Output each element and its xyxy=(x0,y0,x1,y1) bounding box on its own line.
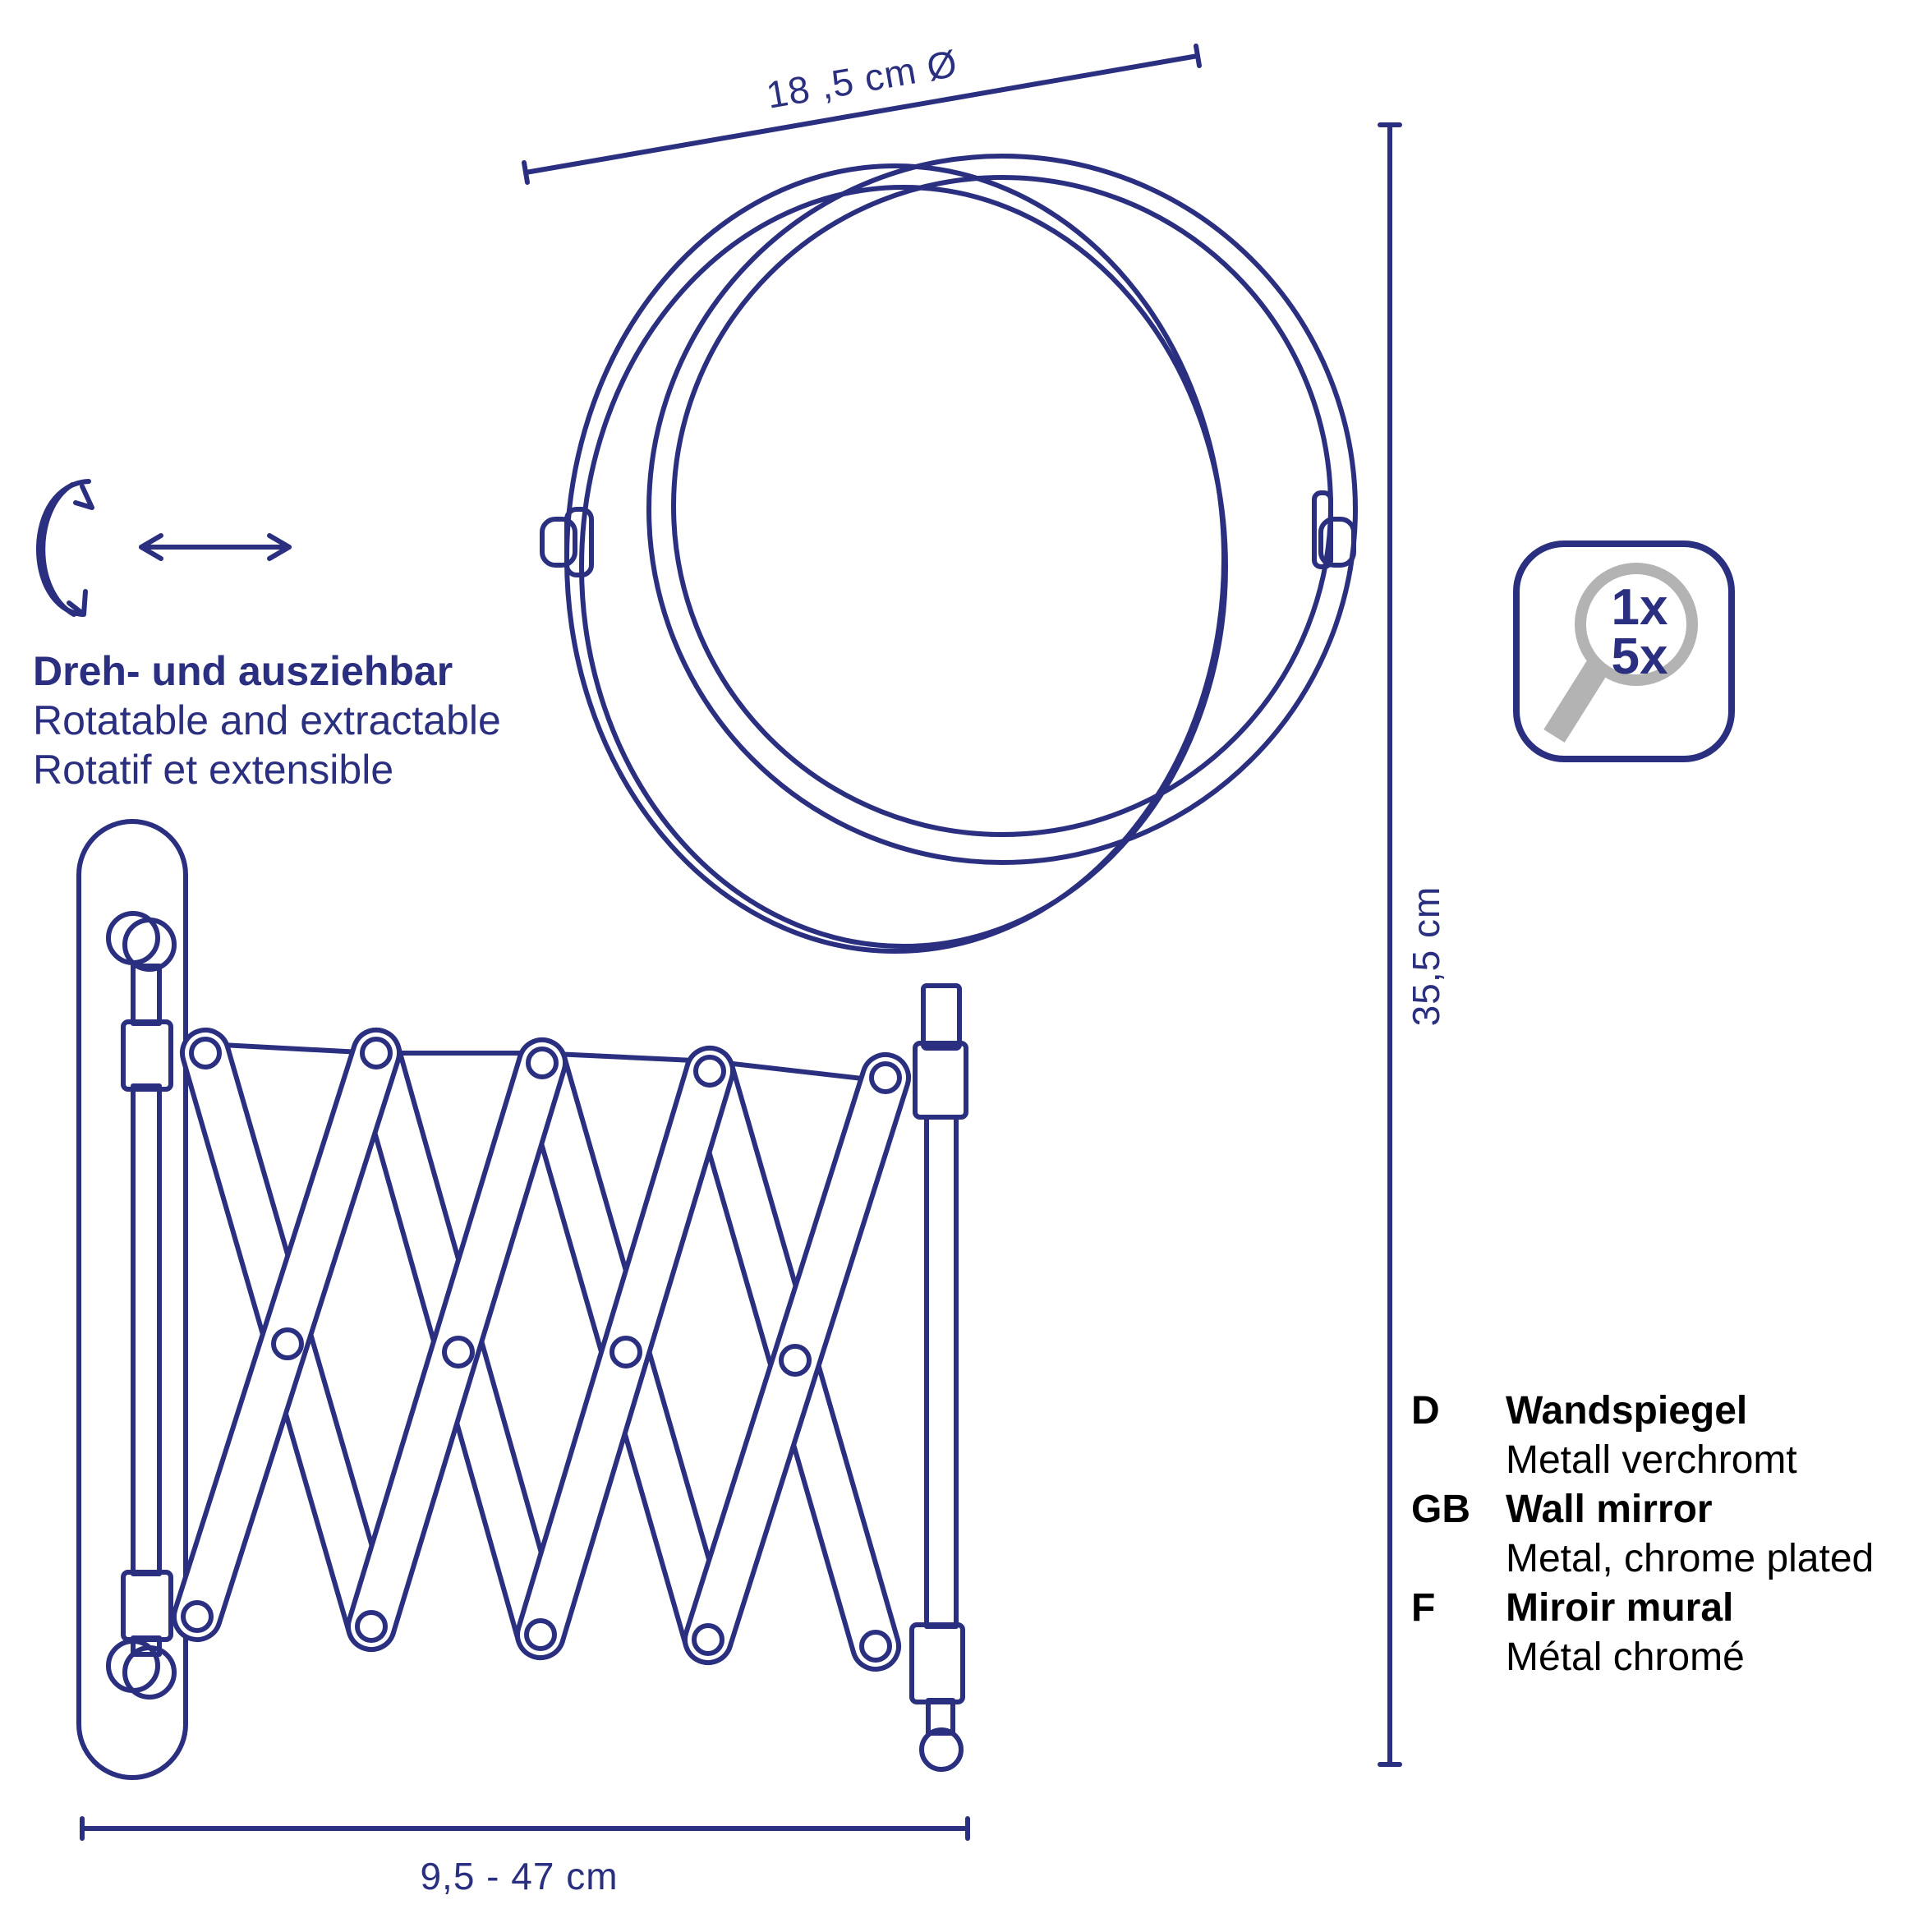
mirror-front-frame xyxy=(646,154,1358,865)
wall-plate xyxy=(76,819,188,1780)
legend-row-gb: GB Wall mirror xyxy=(1411,1485,1874,1534)
extension-dimension-line xyxy=(80,1816,970,1841)
scissor-mid-pin-1 xyxy=(442,1336,475,1368)
legend-subtitle: Metal, chrome plated xyxy=(1506,1537,1874,1580)
scissor-bottom-pin-3 xyxy=(692,1623,724,1656)
legend-code: GB xyxy=(1411,1488,1470,1531)
magnification-1x: 1x xyxy=(1612,579,1668,636)
mirror-neck xyxy=(909,983,968,1772)
scissor-bars xyxy=(172,1027,911,1672)
scissor-top-pin-1 xyxy=(360,1037,393,1070)
legend-title: Miroir mural xyxy=(1506,1586,1734,1630)
legend-code: D xyxy=(1411,1389,1440,1433)
left-pivot xyxy=(540,517,577,568)
double-arrow-icon xyxy=(139,533,292,561)
scissor-mid-pin-2 xyxy=(610,1336,642,1368)
rotate-icon xyxy=(36,479,94,617)
mirror-back-rim xyxy=(564,163,1226,954)
scissor-top-pin-0 xyxy=(189,1037,222,1070)
magnification-5x: 5x xyxy=(1612,628,1668,685)
height-label: 35,5 cm xyxy=(1405,886,1447,1027)
diameter-dimension-line xyxy=(522,44,1202,185)
feature-title: Dreh- und ausziehbar xyxy=(33,648,453,694)
extension-label: 9,5 - 47 cm xyxy=(420,1855,618,1898)
scissor-bottom-pin-0 xyxy=(181,1600,214,1633)
legend-title: Wandspiegel xyxy=(1506,1389,1748,1433)
scissor-mid-pin-0 xyxy=(271,1327,304,1360)
mirror-glass xyxy=(671,175,1333,837)
scissor-mid-pin-3 xyxy=(779,1344,812,1377)
legend-title: Wall mirror xyxy=(1506,1488,1713,1531)
legend-row-f: F Miroir mural xyxy=(1411,1584,1874,1633)
legend-subtitle: Metall verchromt xyxy=(1506,1438,1797,1482)
scissor-bottom-pin-2 xyxy=(524,1618,557,1651)
scissor-bottom-pin-4 xyxy=(859,1630,892,1663)
scissor-top-pin-3 xyxy=(693,1055,726,1088)
legend-row-d: D Wandspiegel xyxy=(1411,1387,1874,1436)
magnifier-badge: 1x 5x xyxy=(1513,540,1735,762)
feature-line-fr: Rotatif et extensible xyxy=(33,747,394,793)
scissor-bottom-pin-1 xyxy=(355,1610,388,1643)
diameter-label: 18 ,5 cm Ø xyxy=(763,42,960,117)
right-pivot xyxy=(1318,517,1356,568)
feature-line-en: Rotatable and extractable xyxy=(33,697,501,743)
scissor-top-pin-4 xyxy=(869,1061,902,1094)
height-dimension-line xyxy=(1378,122,1402,1767)
legend-code: F xyxy=(1411,1586,1436,1630)
legend-subtitle: Métal chromé xyxy=(1506,1635,1745,1679)
material-legend: D Wandspiegel Metall verchromt GB Wall m… xyxy=(1411,1387,1874,1682)
scissor-top-pin-2 xyxy=(526,1046,559,1079)
